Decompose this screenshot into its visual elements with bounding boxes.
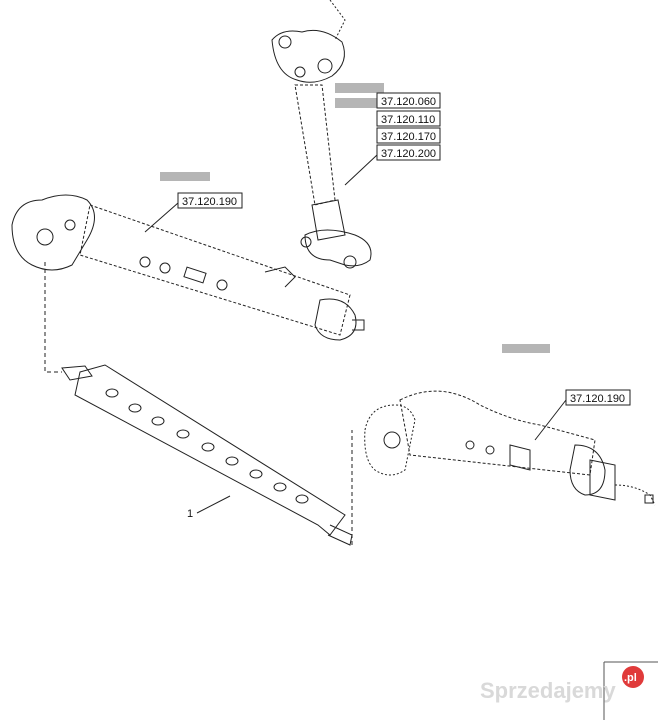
corner-frame: [603, 661, 658, 720]
ref-left-lower-link[interactable]: 37.120.190: [182, 196, 237, 208]
leader-line: [344, 154, 378, 186]
leader-line: [196, 495, 231, 514]
watermark-suffix: .pl: [624, 672, 637, 684]
top-link-drawing: [271, 0, 372, 269]
left-lower-link-drawing: [11, 194, 365, 341]
redacted-label: [160, 172, 210, 181]
ref-right-lower-link[interactable]: 37.120.190: [570, 393, 625, 405]
ref-37-120-170[interactable]: 37.120.170: [381, 131, 436, 143]
ref-37-120-200[interactable]: 37.120.200: [381, 148, 436, 160]
leader-line: [144, 202, 179, 233]
callout-box: [376, 92, 441, 109]
bar-holes: [105, 388, 309, 504]
item-number-1: 1: [187, 508, 193, 520]
watermark-text: Sprzedajemy: [480, 678, 616, 703]
callout-box: [376, 110, 441, 127]
callout-box: [376, 127, 441, 144]
redacted-label: [335, 83, 384, 93]
callout-box: [565, 389, 631, 406]
watermark-badge: [622, 666, 644, 688]
bar-item-1-drawing: [44, 262, 353, 546]
ref-37-120-060[interactable]: 37.120.060: [381, 96, 436, 108]
callout-box: [177, 192, 243, 209]
ref-37-120-110[interactable]: 37.120.110: [381, 114, 435, 126]
redacted-label: [335, 98, 378, 108]
redacted-label: [502, 344, 550, 353]
leader-line: [534, 399, 567, 441]
right-lower-link-drawing: [364, 390, 656, 506]
callout-box: [376, 144, 441, 161]
